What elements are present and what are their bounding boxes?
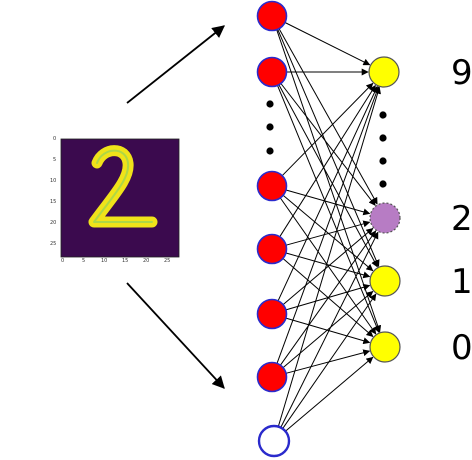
connection-edge [282,227,374,305]
connection-edge [279,84,376,237]
input-node [256,361,288,393]
x-tick-label: 5 [82,258,86,264]
ellipsis-dot [379,134,387,142]
y-tick-label: 10 [50,178,57,184]
x-tick-label: 10 [101,258,108,264]
ellipsis-dot [266,147,274,155]
input-ellipsis [266,100,274,155]
connection-edge [279,230,377,366]
output-label-0: 0 [451,328,472,368]
connection-edges [276,22,382,432]
x-tick-label: 15 [122,258,129,264]
connection-edge [285,356,374,432]
connection-edge [278,84,378,268]
x-tick-label: 0 [61,258,65,264]
connection-edge [277,85,380,333]
digit-stroke-edge [93,149,153,223]
output-label-2: 2 [451,199,472,239]
y-tick-label: 20 [50,220,57,226]
connection-edge [285,252,371,279]
connection-edge [282,293,377,429]
connection-edge [277,29,380,267]
connection-edge [280,231,379,428]
digit-image-background [61,139,179,257]
connection-edge [280,83,376,206]
y-tick-label: 15 [50,199,57,205]
ellipsis-dot [379,111,387,119]
connection-edge [276,29,382,333]
connection-edge [277,85,378,302]
connection-edge [276,86,380,364]
input-node [256,56,288,88]
arrow-to-network-top [126,25,225,104]
input-node [256,233,288,265]
y-tick-label: 5 [53,157,57,163]
arrow-to-network-bottom [126,282,225,389]
y-tick-label: 25 [50,241,57,247]
input-node [256,170,288,202]
connection-edge [278,28,378,205]
connection-edge [285,189,371,216]
connection-edge [282,290,374,368]
ellipsis-dot [266,100,274,108]
x-tick-label: 20 [143,258,150,264]
connection-edge [285,349,371,374]
connection-edge [281,82,374,177]
input-layer [256,0,291,458]
input-node [256,298,288,330]
output-layer [368,56,401,363]
y-tick-label: 0 [53,136,57,142]
ellipsis-dot [266,123,274,131]
output-ellipsis [379,111,387,188]
bias-node [257,424,291,458]
digit-image-frame [60,138,180,258]
input-node [256,0,288,32]
connection-edge [284,22,371,66]
output-node-1 [369,265,401,297]
x-tick-label: 25 [164,258,171,264]
output-label-9: 9 [451,53,472,93]
output-node-0 [369,331,401,363]
connection-edge [285,220,371,246]
output-node-2-highlighted [369,202,401,234]
ellipsis-dot [379,157,387,165]
output-node-9 [368,56,400,88]
output-label-1: 1 [451,262,472,302]
digit-image [60,138,180,258]
ellipsis-dot [379,180,387,188]
connection-edge [277,86,381,427]
